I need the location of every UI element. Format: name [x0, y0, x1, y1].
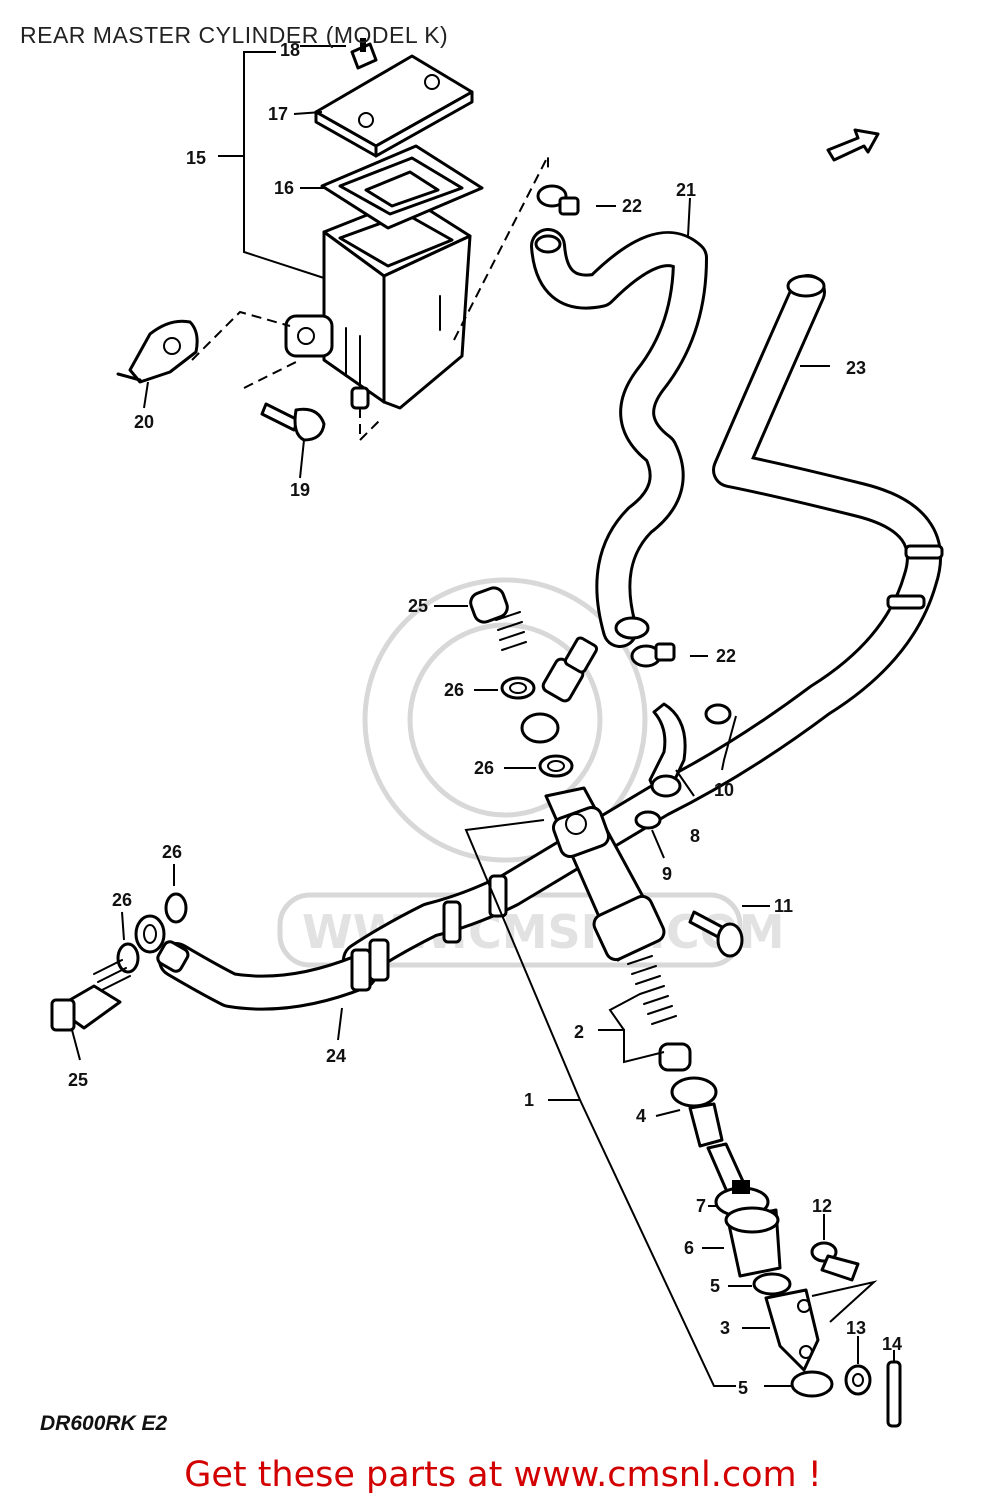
- reservoir-hose: [530, 228, 708, 648]
- callout-17: 17: [268, 104, 288, 124]
- callout-22-top: 22: [622, 196, 642, 216]
- callout-4: 4: [636, 1106, 646, 1126]
- hose-clamp-top: [536, 184, 580, 216]
- inlet-elbow-fitting: [648, 702, 732, 798]
- leader-lines: [71, 45, 895, 1387]
- hose-clamp-lower: [630, 642, 676, 668]
- direction-arrow-icon: [826, 128, 880, 162]
- diaphragm: [320, 144, 484, 230]
- callout-15: 15: [186, 148, 206, 168]
- callout-16: 16: [274, 178, 294, 198]
- banjo-fitting-left: [134, 914, 190, 973]
- callout-11: 11: [774, 896, 793, 916]
- callout-25-center: 25: [408, 596, 428, 616]
- callout-26-middle: 26: [474, 758, 494, 778]
- outlet-hose: [158, 938, 390, 1011]
- clevis: [752, 1272, 834, 1398]
- callout-26-left: 26: [112, 890, 132, 910]
- banjo-fitting-upper: [520, 636, 599, 744]
- callout-20: 20: [134, 412, 154, 432]
- clevis-pin: [810, 1241, 860, 1282]
- callout-3: 3: [720, 1318, 730, 1338]
- callout-26-left-top: 26: [162, 842, 182, 862]
- callout-5-lower: 5: [738, 1378, 748, 1398]
- callout-22-lower: 22: [716, 646, 736, 666]
- callout-9: 9: [662, 864, 672, 884]
- push-rod: [706, 1142, 782, 1278]
- callout-14: 14: [882, 1334, 902, 1354]
- reservoir-assembly: [284, 196, 472, 410]
- diagram-title: REAR MASTER CYLINDER (MODEL K): [20, 22, 449, 48]
- union-bolt-center: [469, 586, 527, 651]
- callout-2: 2: [574, 1022, 584, 1042]
- union-bolt-left: [50, 959, 131, 1032]
- piston: [670, 1076, 724, 1148]
- cotter-pin: [886, 1360, 902, 1428]
- callout-10: 10: [714, 780, 734, 800]
- model-code-label: DR600RK E2: [40, 1412, 168, 1435]
- reservoir-cap: [314, 54, 474, 158]
- callout-26-upper: 26: [444, 680, 464, 700]
- callout-21: 21: [676, 180, 696, 200]
- callout-24: 24: [326, 1046, 346, 1066]
- alignment-lines: [191, 155, 549, 443]
- callout-1: 1: [524, 1090, 534, 1110]
- mounting-bracket: [116, 319, 199, 384]
- callout-19: 19: [290, 480, 310, 500]
- mounting-bolt: [260, 402, 326, 442]
- callout-8: 8: [690, 826, 700, 846]
- cap-screw: [350, 38, 378, 70]
- callout-5-upper: 5: [710, 1276, 720, 1296]
- master-cylinder-body: [544, 786, 666, 962]
- o-ring: [634, 810, 662, 830]
- callout-18: 18: [280, 40, 300, 60]
- piston-spring: [627, 955, 692, 1072]
- footer-link-text[interactable]: Get these parts at www.cmsnl.com !: [184, 1455, 822, 1495]
- breather-hose: [342, 274, 944, 978]
- callout-6: 6: [684, 1238, 694, 1258]
- callout-23: 23: [846, 358, 866, 378]
- callout-13: 13: [846, 1318, 866, 1338]
- sealing-washers-left: [116, 892, 188, 974]
- sealing-washers-center: [500, 676, 574, 778]
- washer: [844, 1364, 872, 1396]
- callout-7: 7: [696, 1196, 706, 1216]
- mounting-screw: [688, 910, 744, 958]
- callout-labels: 15 18 17 16 20 19 22 21 23 25 26 26 22 1…: [68, 40, 902, 1398]
- callout-12: 12: [812, 1196, 832, 1216]
- callout-25-left: 25: [68, 1070, 88, 1090]
